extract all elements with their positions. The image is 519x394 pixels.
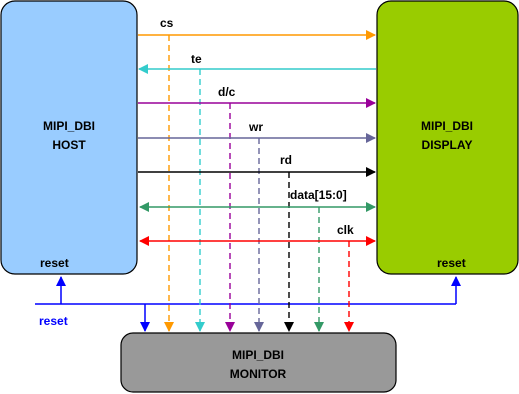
- display-block: [376, 0, 519, 275]
- monitor-block: [120, 332, 397, 393]
- te-signal-label: te: [191, 52, 202, 66]
- rd-signal-label: rd: [280, 153, 292, 167]
- data-bus-label: data[15:0]: [290, 188, 347, 202]
- host-title-line1: MIPI_DBI: [43, 119, 95, 133]
- monitor-title-line2: MONITOR: [230, 367, 287, 381]
- cs-signal-label: cs: [160, 16, 174, 30]
- wr-signal-label: wr: [248, 120, 263, 134]
- display-title-line1: MIPI_DBI: [421, 119, 473, 133]
- display-reset-label: reset: [437, 256, 466, 270]
- display-title-line2: DISPLAY: [422, 138, 473, 152]
- clk-signal-label: clk: [337, 223, 354, 237]
- host-title-line2: HOST: [52, 138, 86, 152]
- host-block: [0, 0, 138, 275]
- dc-signal-label: d/c: [218, 85, 236, 99]
- monitor-title-line1: MIPI_DBI: [232, 348, 284, 362]
- reset-input-label: reset: [39, 314, 68, 328]
- host-reset-label: reset: [40, 256, 69, 270]
